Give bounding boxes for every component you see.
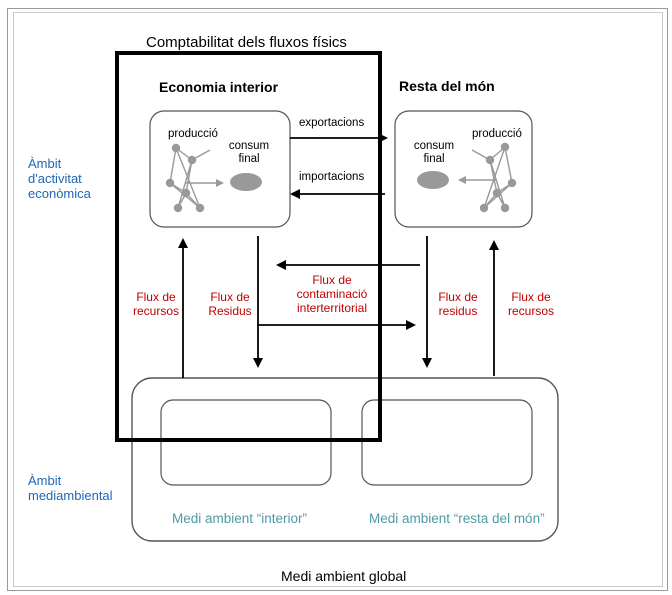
rest-economy-label: Resta del món xyxy=(399,78,495,94)
exports-label: exportacions xyxy=(299,117,365,129)
interior-production-network xyxy=(165,143,224,213)
interior-consumption-label: consum final xyxy=(228,140,270,166)
rest-consumption-node xyxy=(417,171,449,189)
accounting-boundary xyxy=(115,51,382,442)
diagram-title: Comptabilitat dels fluxos físics xyxy=(146,34,347,51)
interior-economy-box xyxy=(149,110,291,228)
interior-environment-box xyxy=(160,399,332,486)
rest-production-label: producció xyxy=(472,128,522,140)
imports-label: importacions xyxy=(299,171,365,183)
interior-production-label: producció xyxy=(168,128,218,140)
environmental-scope-label: Àmbit mediambiental xyxy=(28,473,113,503)
inner-frame xyxy=(13,12,663,587)
rest-economy-box xyxy=(394,110,533,228)
interior-consumption-node xyxy=(230,173,262,191)
rest-environment-label: Medi ambient “resta del món” xyxy=(369,511,545,526)
global-environment-label: Medi ambient global xyxy=(281,568,407,584)
transboundary-label: Flux de contaminació interterritorial xyxy=(296,273,368,315)
rest-production-network xyxy=(458,142,517,213)
interior-economy-label: Economia interior xyxy=(159,79,279,95)
global-environment-box xyxy=(131,377,559,542)
rest-consumption-label: consum final xyxy=(413,140,455,166)
outer-frame xyxy=(7,8,668,591)
economic-scope-label: Àmbit d'activitat econòmica xyxy=(28,156,91,201)
resources-right-label: Flux de recursos xyxy=(507,290,554,318)
residues-left-label: Flux de Residus xyxy=(208,290,252,318)
residues-right-label: Flux de residus xyxy=(438,290,478,318)
resources-left-label: Flux de recursos xyxy=(132,290,179,318)
rest-environment-box xyxy=(361,399,533,486)
interior-environment-label: Medi ambient “interior” xyxy=(172,511,308,526)
